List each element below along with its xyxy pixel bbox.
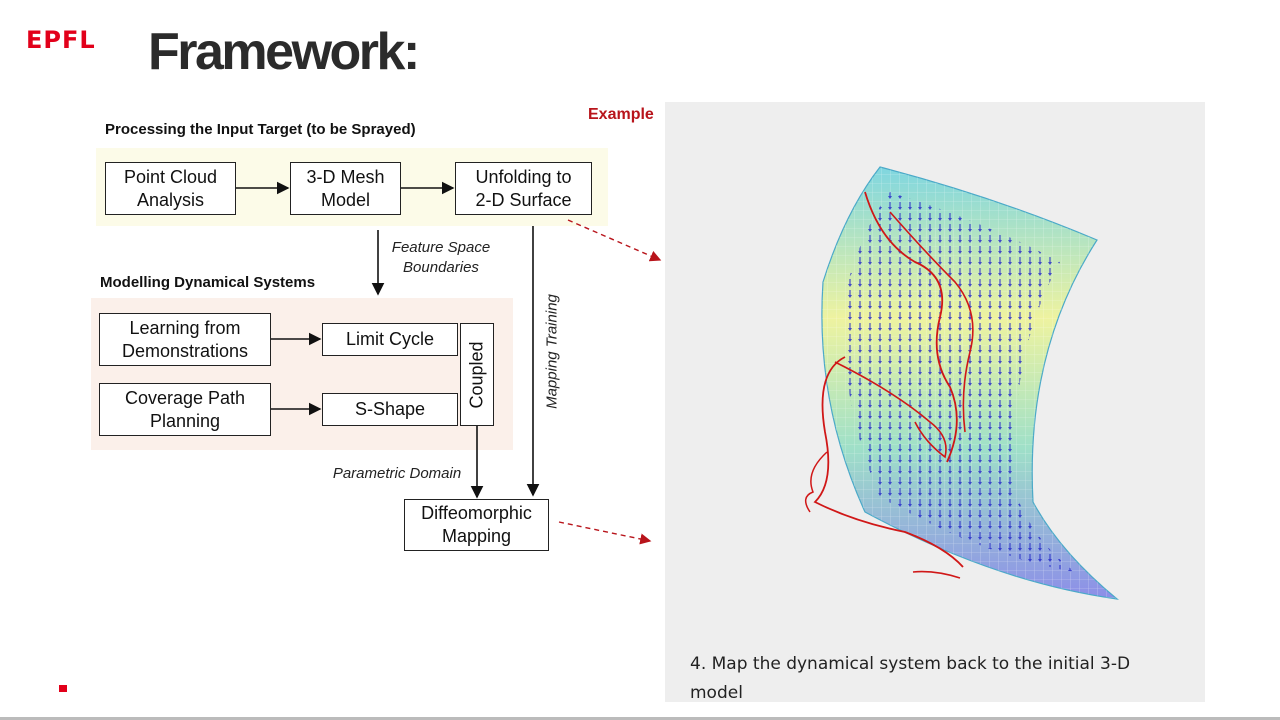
trajectory-4 <box>834 361 947 459</box>
feature-space-label: Feature Space Boundaries <box>391 239 491 276</box>
s-shape-box: S-Shape <box>322 393 458 426</box>
example-label: Example <box>588 106 654 123</box>
learning-box: Learning from Demonstrations <box>99 313 271 366</box>
parametric-domain-label: Parametric Domain <box>332 465 462 482</box>
trajectory-1 <box>864 191 958 463</box>
bottom-rule <box>0 717 1280 720</box>
epfl-logo: EPFL <box>26 26 96 54</box>
slide-title: Framework: <box>148 23 420 81</box>
mesh-model-box: 3-D Mesh Model <box>290 162 401 215</box>
coupled-box: Coupled <box>460 323 494 426</box>
trajectory-3 <box>813 356 964 568</box>
dashed-arrow-unfolding-to-example <box>567 219 662 262</box>
diffeomorphic-mapping-box: Diffeomorphic Mapping <box>404 499 549 551</box>
trajectory-6 <box>912 570 961 579</box>
dashed-arrow-mapping-to-example <box>558 521 652 545</box>
unfolding-box: Unfolding to 2-D Surface <box>455 162 592 215</box>
trajectory-5 <box>804 451 828 513</box>
slide-marker <box>59 685 67 692</box>
trajectory-2 <box>889 211 974 433</box>
example-figure-panel <box>665 102 1205 702</box>
limit-cycle-box: Limit Cycle <box>322 323 458 356</box>
point-cloud-box: Point Cloud Analysis <box>105 162 236 215</box>
section-input-heading: Processing the Input Target (to be Spray… <box>105 121 416 138</box>
coverage-box: Coverage Path Planning <box>99 383 271 436</box>
surface-vector-field-figure <box>804 166 1120 600</box>
section-dynamics-heading: Modelling Dynamical Systems <box>100 274 316 291</box>
figure-caption: 4. Map the dynamical system back to the … <box>690 654 1131 703</box>
